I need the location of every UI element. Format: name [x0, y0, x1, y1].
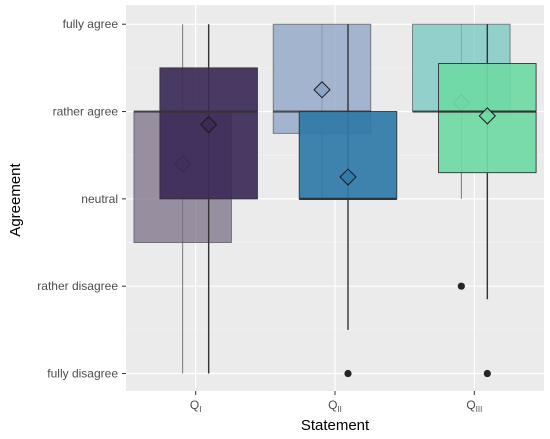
mean-marker [313, 81, 331, 99]
box-layer [133, 23, 537, 378]
box [298, 111, 398, 200]
y-tick-label: fully disagree [47, 367, 118, 381]
x-axis: QI QII QIII [190, 391, 482, 414]
box-series-2 [159, 24, 537, 378]
x-tick-label: QII [328, 398, 342, 414]
mean-marker [478, 107, 497, 125]
x-tick-label: QIII [466, 398, 482, 414]
box [438, 63, 537, 174]
outlier-point [483, 369, 491, 378]
y-tick-label: fully agree [63, 17, 119, 31]
box [159, 67, 258, 200]
mean-marker [199, 115, 218, 134]
outlier-point [344, 369, 352, 378]
x-tick-label: QI [190, 398, 202, 414]
y-tick-label: rather disagree [37, 279, 118, 293]
x-axis-title: Statement [301, 417, 370, 434]
mean-marker [339, 168, 357, 186]
y-axis: fully disagree rather disagree neutral rath… [37, 17, 126, 381]
y-tick-label: rather agree [53, 105, 119, 119]
outlier-point [457, 282, 465, 290]
y-tick-label: neutral [81, 192, 118, 206]
y-axis-title: Agreement [7, 162, 24, 236]
